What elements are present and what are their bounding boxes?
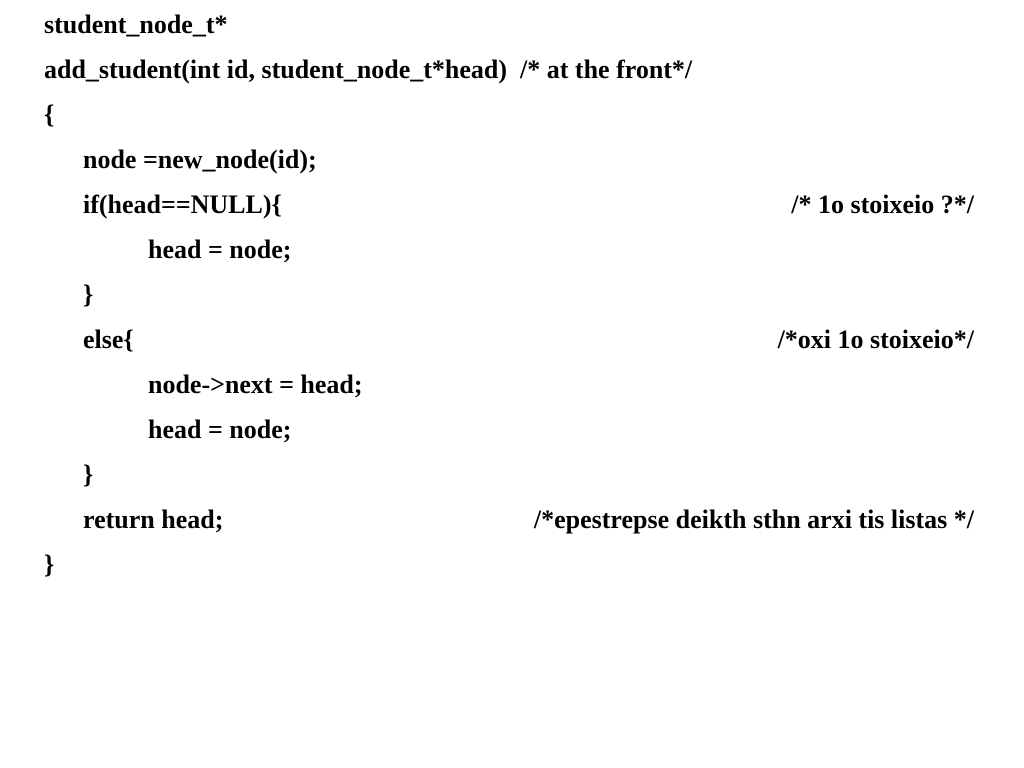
code-comment-return-head: /*epestrepse deikth sthn arxi tis listas… bbox=[533, 505, 974, 534]
code-line-if-null: if(head==NULL){ bbox=[83, 190, 282, 219]
code-line-return-type: student_node_t* bbox=[44, 10, 228, 39]
code-line-close-if: } bbox=[83, 280, 94, 309]
code-comment-first-element: /* 1o stoixeio ?*/ bbox=[791, 190, 974, 219]
code-line-close-function: } bbox=[44, 550, 55, 579]
code-line-head-assign-2: head = node; bbox=[148, 415, 292, 444]
code-line-new-node: node =new_node(id); bbox=[83, 145, 317, 174]
code-line-head-assign-1: head = node; bbox=[148, 235, 292, 264]
code-line-next-assign: node->next = head; bbox=[148, 370, 363, 399]
code-comment-not-first-element: /*oxi 1o stoixeio*/ bbox=[777, 325, 974, 354]
code-line-else: else{ bbox=[83, 325, 134, 354]
code-line-open-brace: { bbox=[44, 100, 55, 129]
code-line-function-signature: add_student(int id, student_node_t*head)… bbox=[44, 55, 693, 84]
code-line-return: return head; bbox=[83, 505, 224, 534]
code-line-close-else: } bbox=[83, 460, 94, 489]
